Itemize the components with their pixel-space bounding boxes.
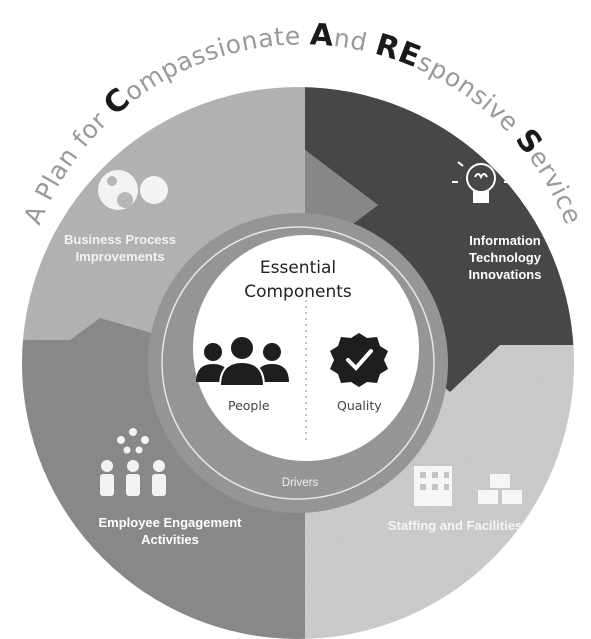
hub-title: Essential Components (225, 256, 371, 304)
quality-label: Quality (337, 398, 382, 413)
title-part: ervice (523, 143, 588, 228)
staffing-label-text: Staffing and Facilities (387, 518, 523, 533)
title-part: A (309, 17, 335, 53)
technology-label: Information Technology Innovations (445, 232, 565, 283)
employee-label-line2: Activities (141, 532, 199, 547)
hub-title-line1: Essential (259, 258, 337, 278)
employee-label: Employee Engagement Activities (70, 514, 270, 548)
drivers-label: Drivers (281, 477, 319, 489)
drivers-ring-inner-line (161, 226, 435, 500)
people-group-icon (100, 428, 166, 496)
technology-label-line2: Technology (469, 250, 541, 265)
people-icon (196, 335, 289, 387)
technology-label-line3: Innovations (468, 267, 542, 282)
lightbulb-icon (452, 150, 510, 203)
quality-badge-icon (330, 333, 388, 387)
employee-label-line1: Employee Engagement (98, 515, 242, 530)
staffing-label: Staffing and Facilities (360, 517, 550, 534)
business-label: Business Process Improvements (40, 231, 200, 265)
building-icon (414, 466, 522, 506)
technology-label-line1: Information (469, 233, 541, 248)
business-label-line1: Business Process (63, 232, 176, 247)
people-label: People (228, 398, 270, 413)
gears-icon (98, 170, 168, 210)
title-part: nd (332, 23, 379, 59)
business-label-line2: Improvements (75, 249, 165, 264)
hub-title-line2: Components (244, 282, 352, 302)
